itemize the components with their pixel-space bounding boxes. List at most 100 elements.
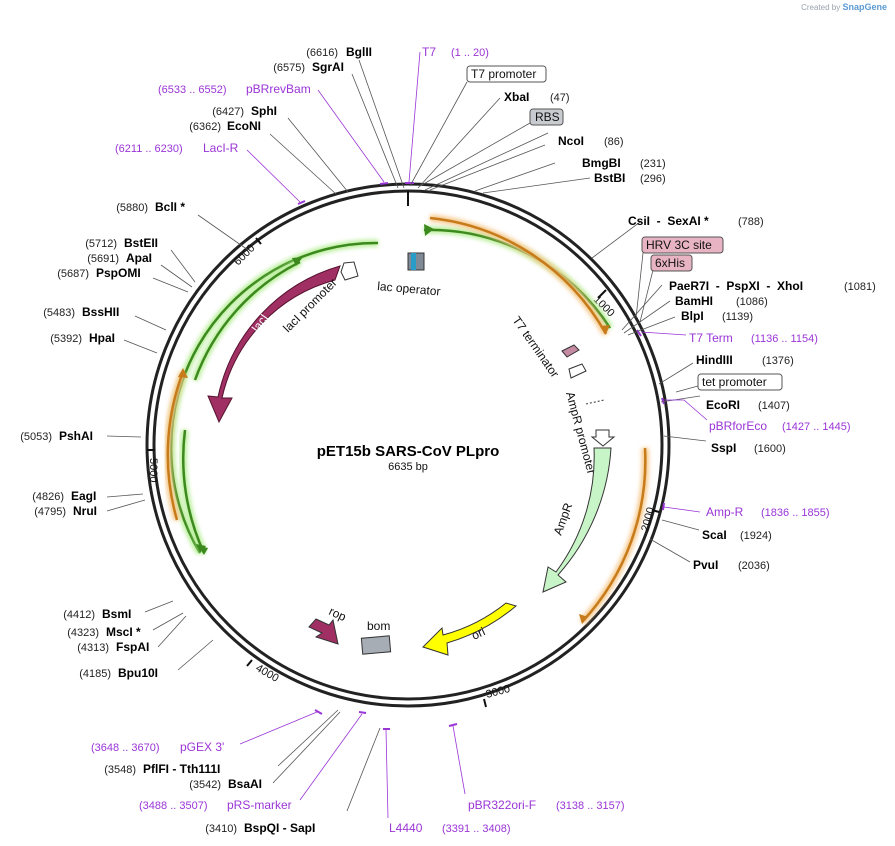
ampr-label: AmpR	[551, 501, 576, 537]
enzyme-name: NruI	[73, 504, 97, 518]
enzyme-name: PspOMI	[96, 266, 141, 280]
enzyme-pos: (5712)	[85, 238, 117, 250]
orf-arcs	[164, 214, 649, 625]
enzyme-name: BlpI	[681, 309, 704, 323]
enzyme-name: EcoNI	[227, 119, 261, 133]
enzyme-name: BmgBI	[582, 156, 621, 170]
enzyme-leaders	[106, 59, 707, 812]
enzyme-name: MscI *	[106, 625, 141, 639]
enzyme-pos: (47)	[550, 92, 570, 104]
enzyme-name: Bpu10I	[118, 666, 158, 680]
orf-arrowheads	[196, 224, 434, 555]
enzyme-pos: (86)	[604, 136, 624, 148]
primer-pos: (6533 .. 6552)	[158, 84, 227, 96]
ampr-promoter-arrow	[590, 429, 616, 447]
enzyme-name: BglII	[346, 45, 372, 59]
enzyme-pos: (3548)	[104, 764, 136, 776]
primer-pos: (3488 .. 3507)	[139, 800, 208, 812]
bom-feature	[360, 635, 392, 655]
enzyme-name: NcoI	[558, 134, 584, 148]
enzyme-pos: (788)	[738, 216, 764, 228]
enzyme-name: SphI	[251, 104, 277, 118]
enzyme-name: PflFI - Tth111I	[143, 762, 220, 776]
box-leaders	[409, 81, 699, 393]
enzyme-name: SgrAI	[312, 60, 344, 74]
primer-name: LacI-R	[203, 141, 239, 155]
enzyme-pos: (3410)	[205, 823, 237, 835]
hrv-3c-box	[641, 236, 724, 254]
lac-operator-stripe	[411, 253, 416, 270]
enzyme-name: BssHII	[82, 305, 119, 319]
enzyme-pos: (1600)	[754, 443, 786, 455]
primer-leaders	[239, 51, 708, 819]
primer-marks	[297, 182, 665, 730]
enzyme-pos: (5483)	[43, 307, 75, 319]
enzyme-name: CsiI - SexAI *	[628, 214, 709, 228]
enzyme-pos: (4826)	[32, 491, 64, 503]
ampr-promoter-label: AmpR promoter	[563, 390, 598, 475]
enzyme-name: XbaI	[504, 90, 529, 104]
primer-pos: (3648 .. 3670)	[91, 742, 160, 754]
enzyme-name: BspQI - SapI	[244, 821, 315, 835]
t7-terminator-label: T7 terminator	[510, 314, 562, 380]
enzyme-pos: (1139)	[722, 311, 753, 323]
plasmid-title: pET15b SARS-CoV PLpro	[317, 443, 500, 460]
enzyme-pos: (4795)	[34, 506, 66, 518]
enzyme-name: ApaI	[126, 251, 152, 265]
enzyme-pos: (5880)	[116, 202, 148, 214]
primer-pos: (6211 .. 6230)	[115, 143, 183, 155]
laci-promoter-arrow	[340, 261, 359, 281]
primer-name: Amp-R	[706, 505, 744, 519]
tet-promoter-label: tet promoter	[702, 375, 767, 389]
tet-promoter-box	[697, 373, 783, 391]
rbs-label: RBS	[535, 110, 560, 124]
enzyme-name: BstEII	[124, 236, 158, 250]
his-tag-box	[650, 254, 693, 272]
enzyme-pos: (1407)	[758, 400, 790, 412]
created-by-text: Created by	[801, 3, 841, 12]
t7-promoter-label: T7 promoter	[471, 67, 536, 81]
ori-feature	[422, 602, 518, 656]
enzyme-name: PshAI	[59, 429, 93, 443]
enzyme-pos: (4185)	[79, 668, 111, 680]
his-tag-label: 6xHis	[655, 256, 685, 270]
snapgene-credit: Created by SnapGene	[801, 2, 887, 12]
enzyme-name: PaeR7I - PspXI - XhoI	[669, 279, 803, 293]
primer-name: pBRforEco	[709, 419, 767, 433]
enzyme-name: BsaAI	[228, 777, 262, 791]
plasmid-length: 6635 bp	[388, 461, 428, 473]
enzyme-pos: (5691)	[87, 253, 119, 265]
enzyme-name: ScaI	[702, 528, 727, 542]
boxed-labels: T7 promoter RBS HRV 3C site 6xHis tet pr…	[466, 65, 783, 391]
laci-feature	[207, 265, 341, 424]
primer-pos: (1 .. 20)	[451, 47, 489, 59]
enzyme-pos: (6427)	[212, 106, 244, 118]
primer-pos: (3391 .. 3408)	[442, 823, 511, 835]
t7-promoter-box	[466, 65, 547, 83]
ori-label: ori	[469, 624, 487, 642]
rop-feature	[308, 618, 339, 645]
enzyme-name: SspI	[711, 441, 736, 455]
enzyme-name: HindIII	[696, 353, 733, 367]
enzyme-pos: (1376)	[762, 355, 794, 367]
enzyme-pos: (4412)	[63, 609, 95, 621]
t7-terminator-marks	[561, 344, 605, 405]
tick-marks	[147, 191, 660, 708]
primer-pos: (3138 .. 3157)	[556, 800, 625, 812]
enzyme-pos: (5392)	[50, 333, 82, 345]
enzyme-pos: (2036)	[738, 560, 770, 572]
enzyme-labels-right: XbaI (47) NcoI (86) BmgBI (231) BstBI (2…	[504, 90, 876, 572]
enzyme-pos: (3542)	[189, 779, 221, 791]
snapgene-logo: SnapGene	[842, 2, 887, 12]
tick-5000: 5000	[147, 458, 159, 482]
enzyme-pos: (5053)	[20, 431, 52, 443]
enzyme-name: BsmI	[102, 607, 131, 621]
enzyme-name: BstBI	[594, 171, 625, 185]
enzyme-pos: (296)	[640, 173, 666, 185]
enzyme-name: BclI *	[155, 200, 185, 214]
tick-6000: 6000	[232, 242, 258, 268]
enzyme-pos: (4323)	[67, 627, 99, 639]
enzyme-pos: (6362)	[189, 121, 221, 133]
tick-4000: 4000	[254, 662, 281, 685]
